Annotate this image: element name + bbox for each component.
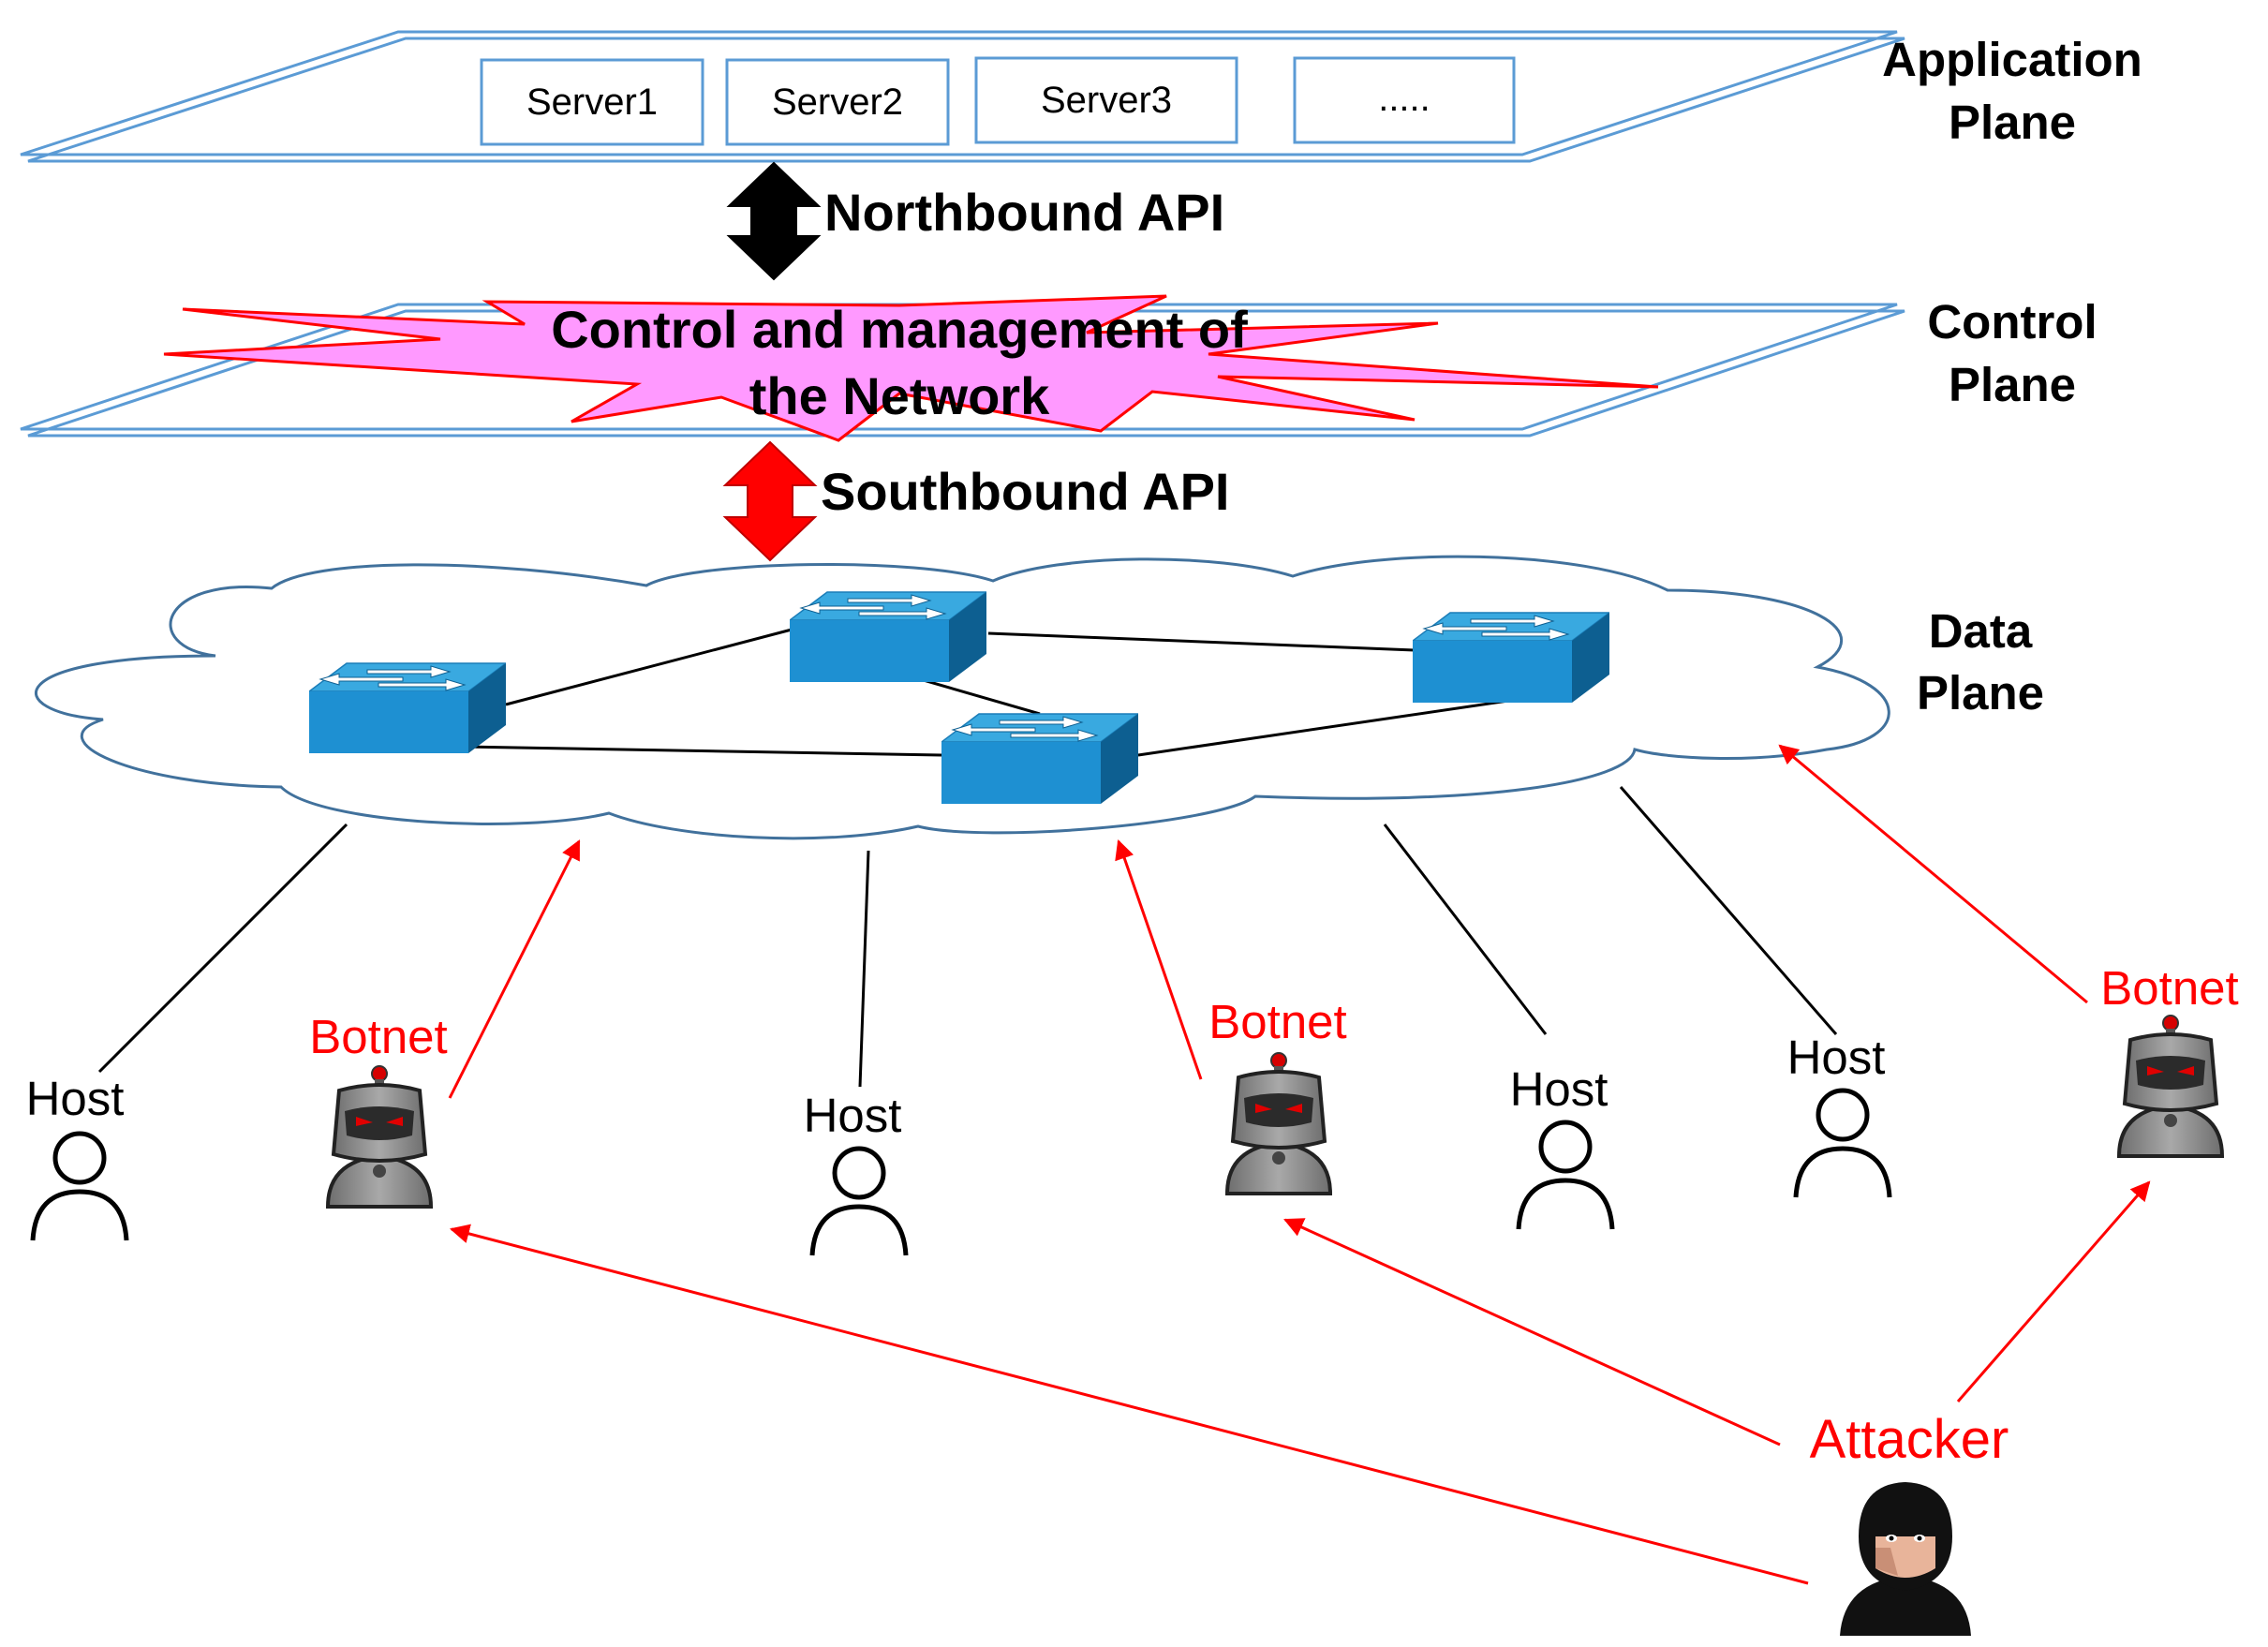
host-node-2[interactable]: Host xyxy=(804,1089,906,1255)
data-plane-label-line1: Data xyxy=(1929,604,2033,658)
control-plane-label-line1: Control xyxy=(1927,295,2097,349)
server-label-more: ..... xyxy=(1378,78,1430,119)
robot-icon xyxy=(326,1064,433,1209)
data-plane-cloud xyxy=(35,555,1890,840)
person-icon xyxy=(33,1134,126,1240)
botnet-label-1: Botnet xyxy=(309,1010,447,1063)
botnet-node-1[interactable]: Botnet xyxy=(309,1010,448,1209)
application-plane-label-line2: Plane xyxy=(1949,96,2076,149)
northbound-api-label: Northbound API xyxy=(824,183,1224,242)
botnet-label-2: Botnet xyxy=(1208,995,1346,1048)
host-links xyxy=(97,786,1838,1088)
person-icon xyxy=(1519,1122,1612,1229)
server-label-2: Server2 xyxy=(772,82,903,123)
person-icon xyxy=(1796,1091,1890,1197)
attacker-node[interactable]: Attacker xyxy=(1810,1409,2009,1636)
control-center-label-line1: Control and management of xyxy=(551,300,1248,359)
switch-3[interactable] xyxy=(1413,612,1609,704)
attacker-label: Attacker xyxy=(1810,1409,2009,1470)
switch-2[interactable] xyxy=(790,591,986,683)
host-node-1[interactable]: Host xyxy=(26,1072,126,1240)
server-box-3[interactable]: Server3 xyxy=(974,56,1238,144)
attacker-links xyxy=(449,1180,2151,1585)
host-node-3[interactable]: Host xyxy=(1510,1062,1612,1229)
control-plane-label-line2: Plane xyxy=(1949,358,2076,411)
botnet-node-3[interactable]: Botnet xyxy=(2100,961,2239,1158)
control-starburst xyxy=(163,294,1659,442)
server-label-1: Server1 xyxy=(526,82,658,123)
southbound-api-arrow xyxy=(722,440,818,562)
data-plane-label-line2: Plane xyxy=(1917,666,2044,720)
switch-1[interactable] xyxy=(309,662,506,754)
host-label-3: Host xyxy=(1510,1062,1608,1116)
server-label-3: Server3 xyxy=(1041,80,1172,121)
server-box-2[interactable]: Server2 xyxy=(725,58,950,146)
application-plane-label-line1: Application xyxy=(1882,33,2142,86)
botnet-label-3: Botnet xyxy=(2100,961,2238,1015)
robot-icon xyxy=(1225,1051,1332,1195)
server-box-more[interactable]: ..... xyxy=(1293,56,1516,144)
host-node-4[interactable]: Host xyxy=(1787,1031,1890,1197)
host-label-1: Host xyxy=(26,1072,125,1125)
person-icon xyxy=(812,1149,906,1255)
control-center-label-line2: the Network xyxy=(749,366,1050,425)
switch-4[interactable] xyxy=(941,713,1138,805)
southbound-api-label: Southbound API xyxy=(821,462,1230,521)
attacker-icon xyxy=(1840,1482,1971,1636)
northbound-api-arrow xyxy=(726,161,822,281)
switch-links xyxy=(409,628,1509,757)
server-box-1[interactable]: Server1 xyxy=(480,58,704,146)
robot-icon xyxy=(2117,1014,2224,1158)
botnet-node-2[interactable]: Botnet xyxy=(1208,995,1347,1195)
application-plane xyxy=(20,30,1905,163)
host-label-2: Host xyxy=(804,1089,902,1142)
host-label-4: Host xyxy=(1787,1031,1886,1084)
botnet-links xyxy=(448,744,2088,1099)
